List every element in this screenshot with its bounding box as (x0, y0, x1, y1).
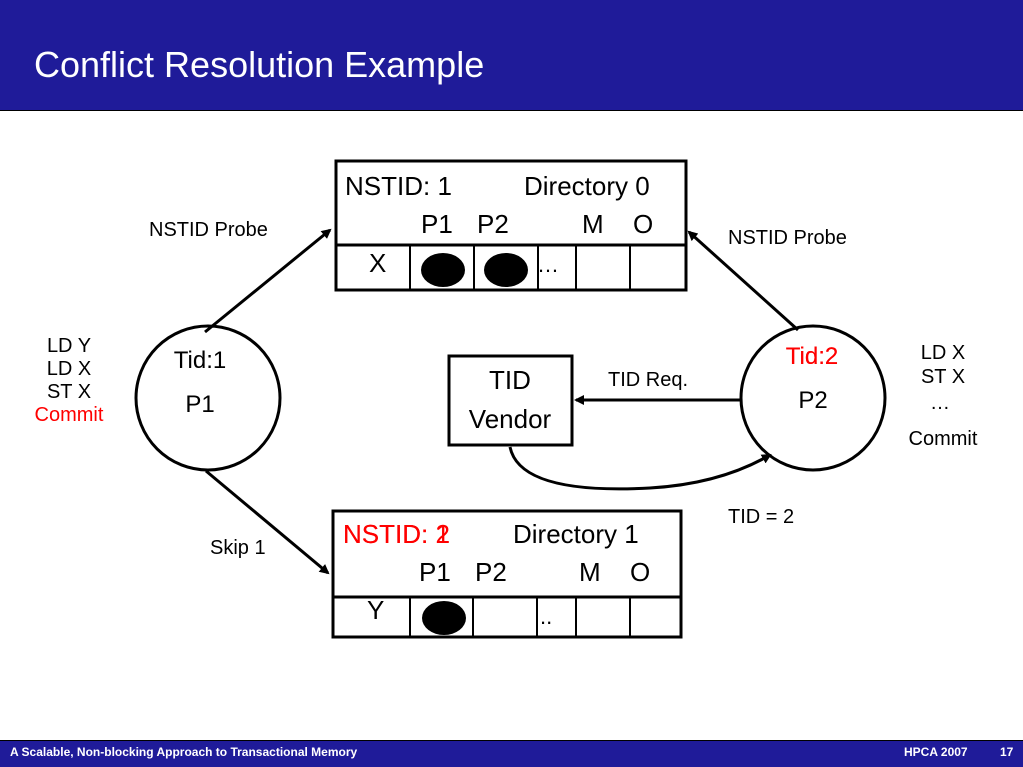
directory-1-ellipsis: .. (540, 604, 552, 629)
p1-op-list: LD Y LD X ST X Commit (35, 335, 104, 426)
directory-1-col-o: O (630, 557, 650, 587)
directory-0-row-label: X (369, 248, 386, 278)
p1-commit: Commit (35, 404, 104, 426)
p1-name: P1 (185, 391, 214, 418)
directory-0-col-p1: P1 (421, 209, 453, 239)
probe-arrow-left (204, 228, 332, 334)
directory-0-ellipsis: … (537, 252, 559, 277)
probe-right-label: NSTID Probe (728, 227, 847, 249)
directory-0-col-p2: P2 (477, 209, 509, 239)
tid-vendor-box (447, 354, 574, 447)
directory-1-nstid-old: NSTID: 1 (343, 519, 450, 549)
processor-p1: Tid:1 P1 (134, 324, 282, 472)
directory-1-col-p1: P1 (419, 557, 451, 587)
tid-response-arrow (508, 446, 772, 491)
sharer-dot-p2 (484, 253, 528, 287)
p2-tid-new: Tid:2 (786, 343, 838, 370)
slide-header: Conflict Resolution Example (0, 0, 1023, 111)
directory-1: NSTID: 1 NSTID: 2 Directory 1 P1 P2 M O … (331, 509, 683, 639)
skip-label: Skip 1 (210, 537, 266, 559)
directory-0: NSTID: 1 Directory 0 P1 P2 M O X … (334, 159, 688, 292)
p1-op: LD Y (47, 335, 91, 357)
tid-vendor-line1: TID (489, 365, 531, 395)
directory-1-row-label: Y (367, 595, 384, 625)
slide-title: Conflict Resolution Example (34, 44, 485, 85)
slide-footer: A Scalable, Non-blocking Approach to Tra… (0, 740, 1023, 767)
tid-vendor-line2: Vendor (469, 404, 552, 434)
page-number: 17 (1000, 745, 1014, 759)
footer-conference: HPCA 2007 (904, 745, 968, 759)
skip-arrow (205, 469, 330, 575)
p2-tid-old: Tid:2 (786, 343, 838, 370)
probe-left-label: NSTID Probe (149, 219, 268, 241)
p2-op-list: LD X ST X … Commit (909, 342, 978, 450)
directory-0-name: Directory 0 (524, 171, 650, 201)
directory-1-col-m: M (579, 557, 601, 587)
tid-eq-label: TID = 2 (728, 506, 794, 528)
directory-1-nstid-new: NSTID: 2 (343, 519, 450, 549)
directory-0-nstid: NSTID: 1 (345, 171, 452, 201)
p2-name: P2 (798, 387, 827, 414)
conflict-diagram: NSTID: 1 Directory 0 P1 P2 M O X … NSTID… (35, 159, 978, 639)
directory-0-col-m: M (582, 209, 604, 239)
processor-p2: Tid:2 Tid:2 P2 (739, 324, 887, 472)
directory-1-name: Directory 1 (513, 519, 639, 549)
p2-circle (739, 324, 887, 472)
sharer-dot-p1 (421, 253, 465, 287)
p1-op: ST X (47, 381, 91, 403)
directory-1-col-p2: P2 (475, 557, 507, 587)
p1-tid: Tid:1 (174, 347, 226, 374)
directory-1-box (331, 509, 683, 639)
p2-op: LD X (921, 342, 965, 364)
tid-req-label: TID Req. (608, 369, 688, 391)
sharer-dot-p1 (422, 601, 466, 635)
tid-vendor: TID Vendor (447, 354, 574, 447)
p2-op: ST X (921, 366, 965, 388)
p1-circle (134, 324, 282, 472)
footer-paper-title: A Scalable, Non-blocking Approach to Tra… (10, 745, 358, 759)
p2-op: … (930, 392, 950, 414)
p2-commit: Commit (909, 428, 978, 450)
p1-op: LD X (47, 358, 91, 380)
probe-arrow-right (687, 230, 800, 332)
directory-0-col-o: O (633, 209, 653, 239)
